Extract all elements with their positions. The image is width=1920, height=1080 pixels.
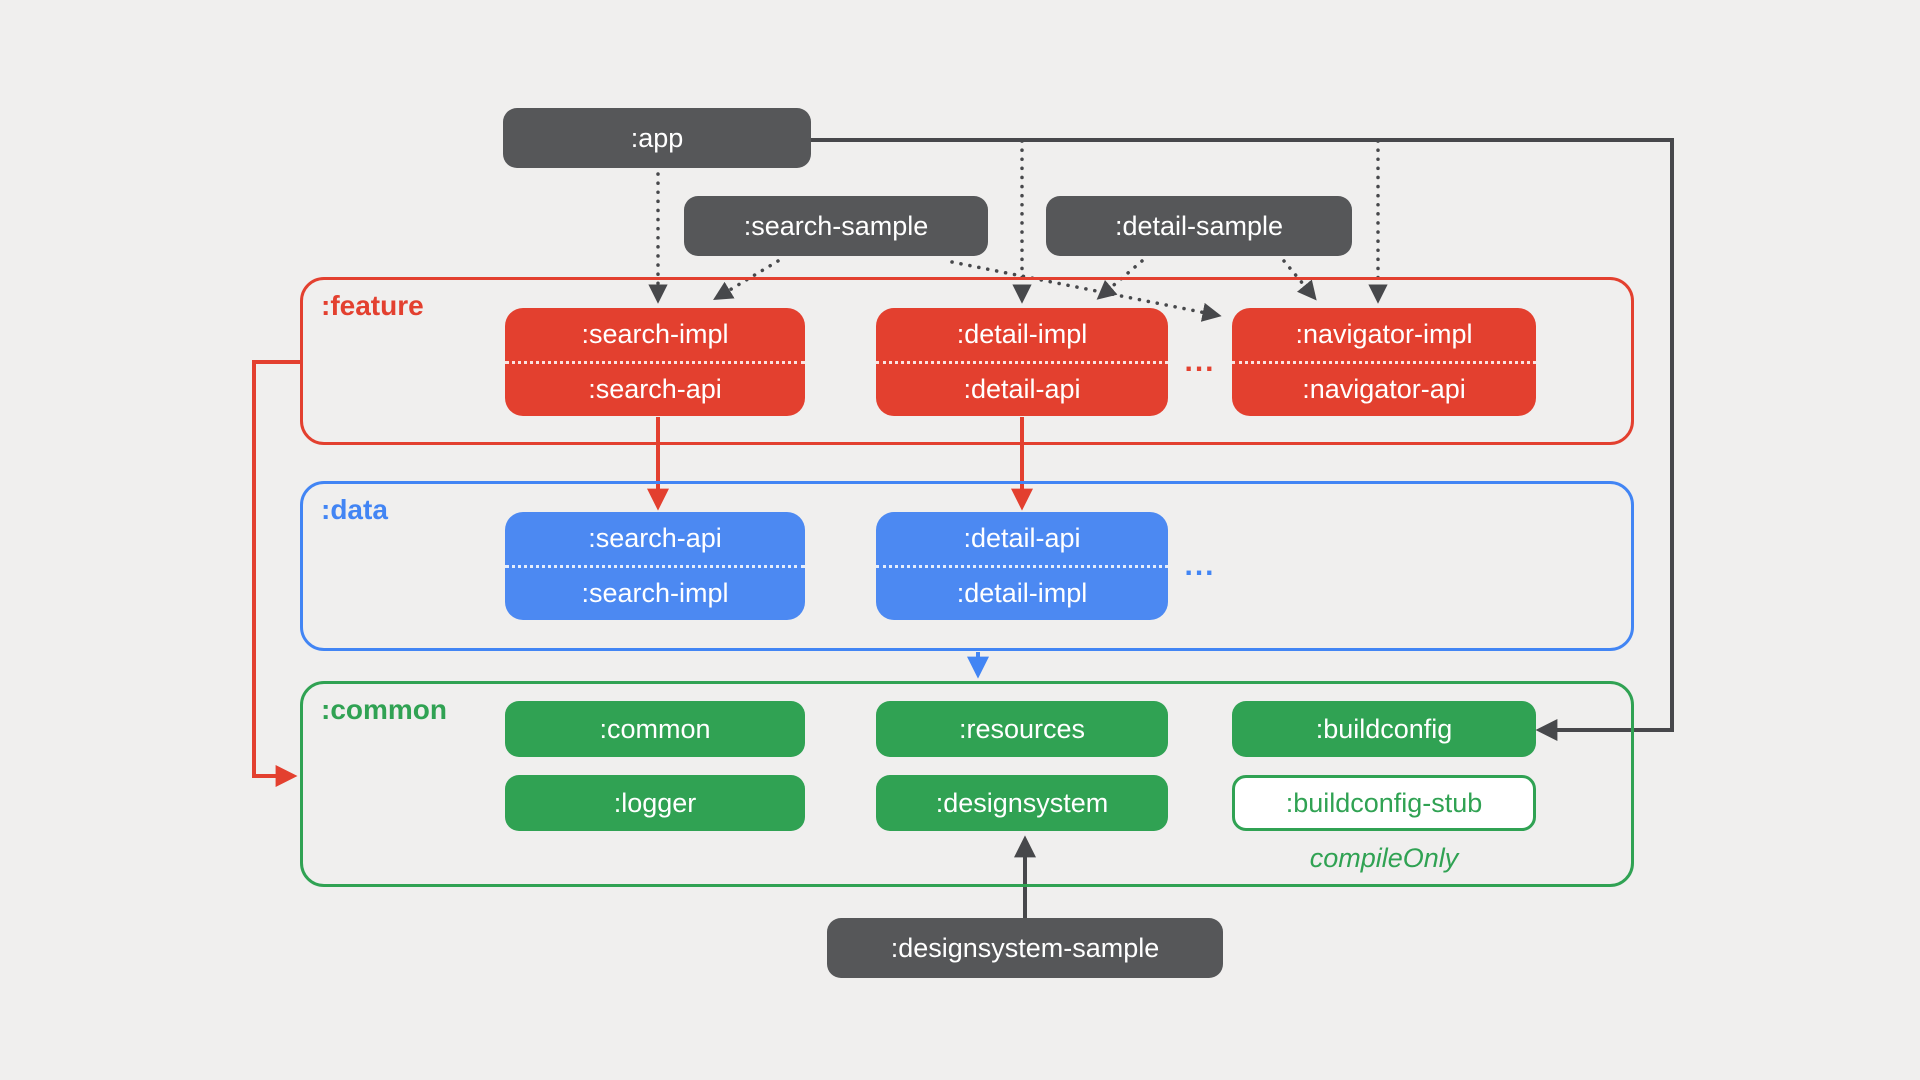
module-buildconfig-stub: :buildconfig-stub xyxy=(1232,775,1536,831)
module-search-impl-label: :search-impl xyxy=(581,318,729,349)
module-navigator-feature: :navigator-impl :navigator-api xyxy=(1232,308,1536,416)
module-designsystem: :designsystem xyxy=(876,775,1168,831)
module-detail-feature: :detail-impl :detail-api xyxy=(876,308,1168,416)
node-search-sample: :search-sample xyxy=(684,196,988,256)
module-search-feature: :search-impl :search-api xyxy=(505,308,805,416)
module-logger: :logger xyxy=(505,775,805,831)
module-detail-api-data-label: :detail-api xyxy=(963,522,1081,553)
node-app: :app xyxy=(503,108,811,168)
module-common: :common xyxy=(505,701,805,757)
module-navigator-api-label: :navigator-api xyxy=(1232,360,1536,417)
node-detail-sample: :detail-sample xyxy=(1046,196,1352,256)
module-search-api-label: :search-api xyxy=(505,360,805,417)
module-detail-api-label: :detail-api xyxy=(876,360,1168,417)
node-designsystem-sample: :designsystem-sample xyxy=(827,918,1223,978)
module-navigator-impl-label: :navigator-impl xyxy=(1295,318,1473,349)
group-common-label: :common xyxy=(321,694,447,725)
module-detail-impl-label: :detail-impl xyxy=(956,318,1088,349)
feature-ellipsis: ... xyxy=(1184,345,1216,378)
module-detail-data: :detail-api :detail-impl xyxy=(876,512,1168,620)
group-data-label: :data xyxy=(321,494,388,525)
data-ellipsis: ... xyxy=(1184,549,1216,582)
module-search-data: :search-api :search-impl xyxy=(505,512,805,620)
module-detail-impl-data-label: :detail-impl xyxy=(876,564,1168,621)
compile-only-note: compileOnly xyxy=(1309,842,1459,873)
module-search-api-data-label: :search-api xyxy=(588,522,722,553)
module-search-impl-data-label: :search-impl xyxy=(505,564,805,621)
edge-feature-to-common xyxy=(252,360,300,787)
module-resources: :resources xyxy=(876,701,1168,757)
group-feature-label: :feature xyxy=(321,290,424,321)
module-buildconfig: :buildconfig xyxy=(1232,701,1536,757)
